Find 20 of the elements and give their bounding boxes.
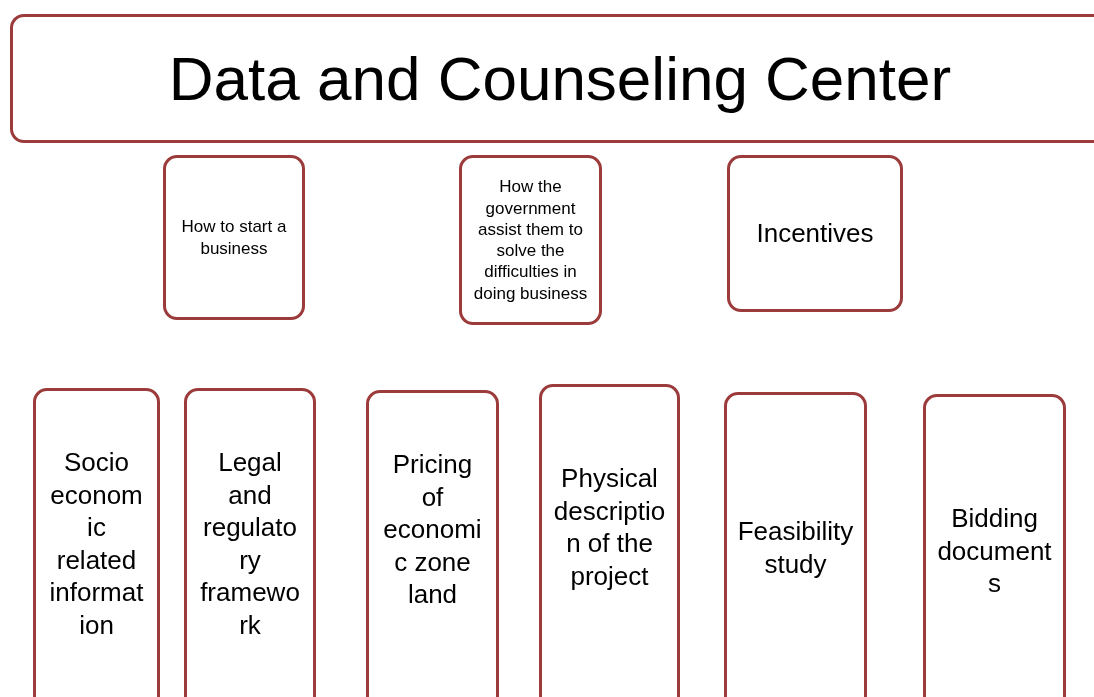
data-box [366,390,499,697]
data-box [184,388,316,697]
data-box [724,392,867,697]
box-label: How to start a business [180,216,288,259]
box-label: Pricing of economic zone land [382,448,483,611]
box-label: Feasibility study [737,515,854,580]
box-label: Data and Counseling Center [168,42,952,115]
box-label: Physical description of the project [552,462,667,592]
box-label: Bidding documents [936,502,1053,600]
data-box [539,384,680,697]
box-label: How the government assist them to solve the difficulties in doing business [472,176,589,304]
box-label: Incentives [756,217,874,250]
topic-box [459,155,602,325]
topic-box [163,155,305,320]
title-box [10,14,1094,143]
box-label: Socio economic related information [48,446,145,641]
box-label: Legal and regulatory framework [199,446,301,641]
data-box [33,388,160,697]
topic-box [727,155,903,312]
data-box [923,394,1066,697]
